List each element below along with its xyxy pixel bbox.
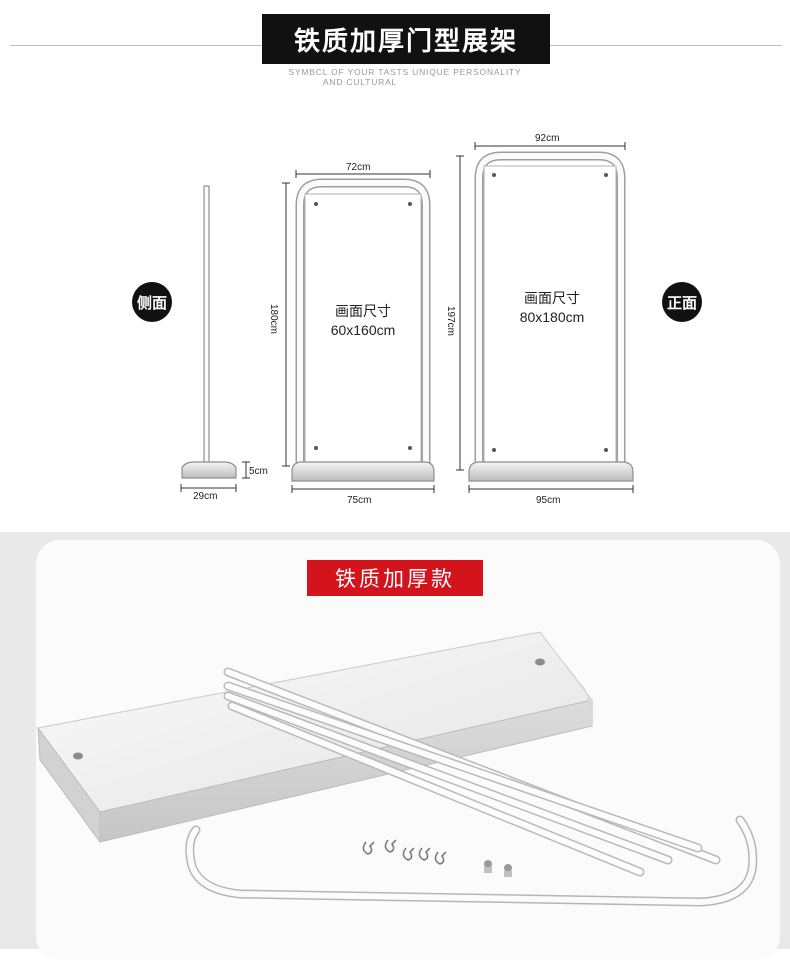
screw-set: [484, 860, 512, 877]
plate-hole-left: [73, 752, 83, 760]
straight-poles: [223, 667, 721, 877]
curved-top-bar: [185, 815, 758, 907]
large-top-width-label: 92cm: [535, 133, 559, 144]
large-area-label: 画面尺寸: [524, 290, 580, 306]
title-divider-left: [10, 45, 262, 46]
side-base-height-label: 5cm: [249, 466, 268, 477]
large-stand-dim-lines: [456, 142, 634, 493]
side-base-width-label: 29cm: [193, 491, 217, 502]
side-base: [181, 461, 237, 479]
small-area-size: 60x160cm: [331, 322, 396, 338]
side-pole: [203, 185, 210, 467]
small-stand-dim-lines: [282, 170, 435, 493]
stand-diagram: 29cm 5cm 72cm 180cm 75cm 画面尺寸 60x160cm: [180, 133, 634, 506]
side-view-stand: [181, 185, 237, 479]
small-base-width-label: 75cm: [347, 495, 371, 506]
title-divider-right: [550, 45, 782, 46]
page-title: 铁质加厚门型展架: [262, 14, 550, 64]
side-dim-lines: [180, 461, 250, 492]
small-top-width-label: 72cm: [346, 162, 370, 173]
hook-set: [362, 839, 447, 865]
front-view-badge: 正面: [662, 282, 702, 322]
subtitle-line-1: SYMBCL OF YOUR TASTS UNIQUE PERSONALITY: [288, 67, 522, 77]
side-view-badge: 侧面: [132, 282, 172, 322]
subtitle-line-2: AND CULTURAL: [322, 77, 398, 87]
small-height-label: 180cm: [268, 304, 279, 334]
small-area-label: 画面尺寸: [335, 303, 391, 319]
large-height-label: 197cm: [445, 306, 456, 336]
large-base-width-label: 95cm: [536, 495, 560, 506]
large-area-size: 80x180cm: [520, 309, 585, 325]
small-stand: [291, 178, 435, 482]
plate-hole-right: [535, 658, 545, 666]
product-badge: 铁质加厚款: [307, 560, 483, 596]
base-plate: [37, 631, 593, 844]
large-stand: [468, 151, 634, 482]
product-illustration: [37, 631, 758, 907]
